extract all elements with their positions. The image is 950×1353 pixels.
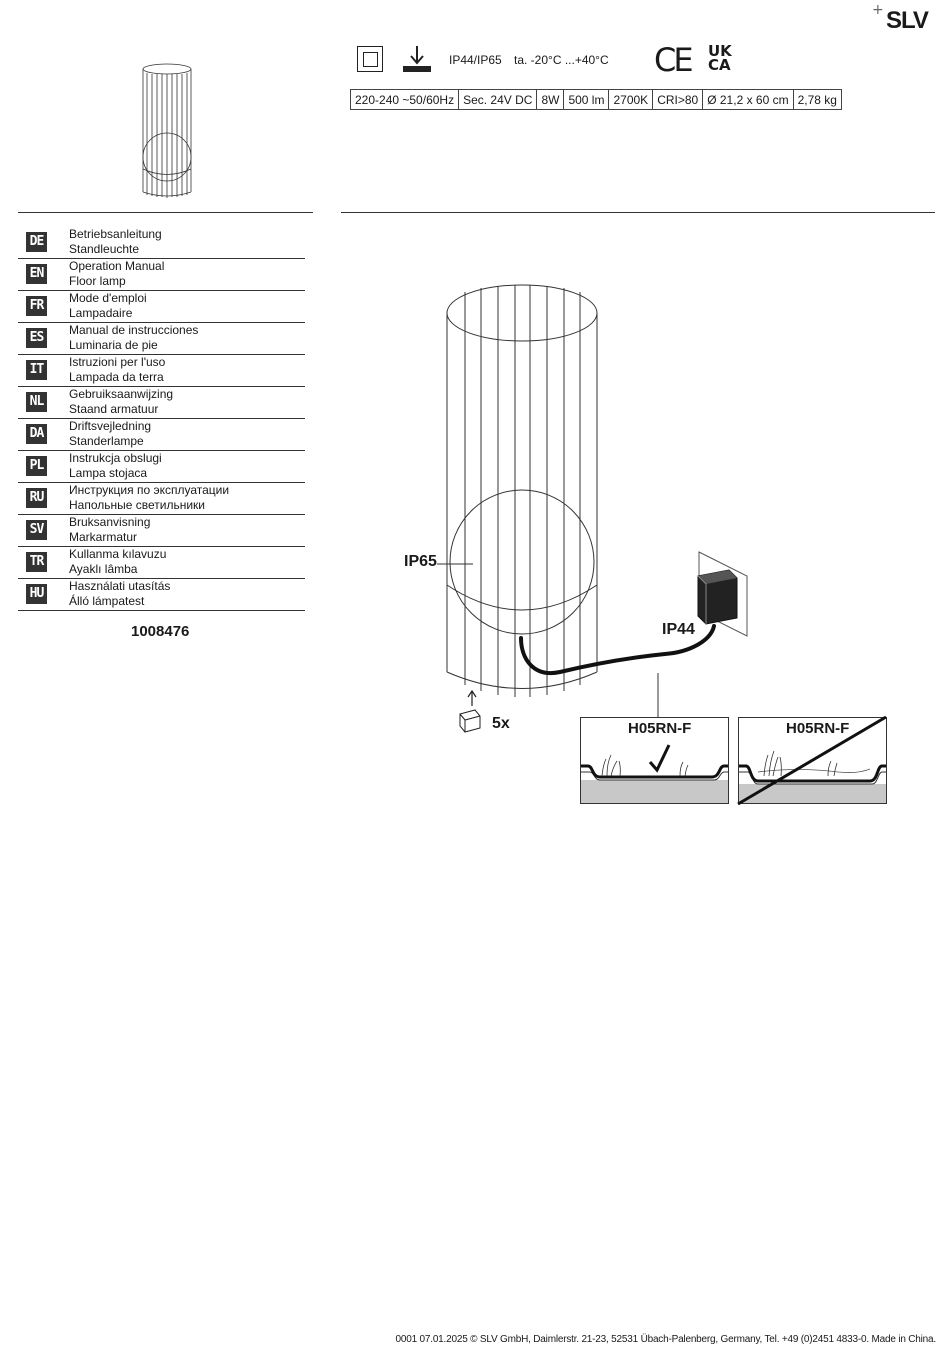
product-type: Luminaria de pie — [69, 338, 158, 352]
manual-title: Istruzioni per l'uso — [69, 355, 166, 369]
language-code: ES — [26, 328, 47, 348]
product-type: Lampa stojaca — [69, 466, 148, 480]
ukca-mark-top: UK — [708, 42, 732, 60]
manual-title: Gebruiksaanwijzing — [69, 387, 174, 401]
product-type: Standleuchte — [69, 242, 140, 256]
product-type: Floor lamp — [69, 274, 126, 288]
spec-colour-temp: 2700K — [608, 89, 654, 110]
product-type: Álló lámpatest — [69, 594, 145, 608]
quantity-label: 5x — [492, 715, 510, 732]
manual-title: Betriebsanleitung — [69, 227, 162, 241]
footer-text: 0001 07.01.2025 © SLV GmbH, Daimlerstr. … — [395, 1334, 937, 1345]
temperature-range: ta. -20°C ...+40°C — [514, 53, 609, 67]
language-code: PL — [26, 456, 47, 476]
language-text: Instrukcja obslugi Lampa stojaca — [69, 451, 162, 481]
language-text: Bruksanvisning Markarmatur — [69, 515, 150, 545]
brand-logo: + SLV — [872, 2, 938, 34]
product-type: Markarmatur — [69, 530, 138, 544]
manual-title: Kullanma kılavuzu — [69, 547, 167, 561]
language-row-it: IT Istruzioni per l'uso Lampada da terra — [18, 355, 305, 387]
lamp-ip-leader — [437, 563, 473, 565]
protection-class-icon — [357, 46, 383, 72]
language-code: HU — [26, 584, 47, 604]
language-text: Инструкция по эксплуатации Напольные све… — [69, 483, 229, 513]
sparkle-icon: + — [872, 2, 884, 18]
language-text: Kullanma kılavuzu Ayaklı lâmba — [69, 547, 166, 577]
language-row-da: DA Driftsvejledning Standerlampe — [18, 419, 305, 451]
language-row-sv: SV Bruksanvisning Markarmatur — [18, 515, 305, 547]
language-row-pl: PL Instrukcja obslugi Lampa stojaca — [18, 451, 305, 483]
language-code: EN — [26, 264, 47, 284]
spec-cri: CRI>80 — [652, 89, 704, 110]
lamp-thumbnail — [142, 63, 192, 198]
language-row-fr: FR Mode d'emploi Lampadaire — [18, 291, 305, 323]
divider-right — [341, 212, 935, 213]
spec-weight: 2,78 kg — [792, 89, 842, 110]
product-type: Staand armatuur — [69, 402, 159, 416]
manual-title: Инструкция по эксплуатации — [69, 483, 230, 497]
manual-title: Bruksanvisning — [69, 515, 151, 529]
ip-rating: IP44/IP65 — [449, 53, 502, 67]
spec-row: 220-240 ~50/60Hz Sec. 24V DC 8W 500 lm 2… — [349, 89, 842, 110]
language-code: DE — [26, 232, 47, 252]
ukca-mark-bottom: CA — [708, 56, 731, 74]
language-text: Használati utasítás Álló lámpatest — [69, 579, 170, 609]
language-text: Operation Manual Floor lamp — [69, 259, 164, 289]
divider-left — [18, 212, 313, 213]
article-number: 1008476 — [131, 623, 190, 640]
spec-voltage: 220-240 ~50/60Hz — [349, 89, 460, 110]
language-code: DA — [26, 424, 47, 444]
language-row-tr: TR Kullanma kılavuzu Ayaklı lâmba — [18, 547, 305, 579]
spec-secondary: Sec. 24V DC — [458, 89, 538, 110]
manual-title: Operation Manual — [69, 259, 165, 273]
product-type: Lampadaire — [69, 306, 133, 320]
spec-dimensions: Ø 21,2 x 60 cm — [702, 89, 794, 110]
spec-lumen: 500 lm — [563, 89, 610, 110]
cable-wrong-panel — [737, 715, 887, 806]
language-list: DE Betriebsanleitung Standleuchte EN Ope… — [18, 227, 305, 611]
product-type: Standerlampe — [69, 434, 144, 448]
spec-power: 8W — [536, 89, 565, 110]
manual-title: Mode d'emploi — [69, 291, 147, 305]
lamp-diagram — [446, 284, 598, 697]
language-text: Gebruiksaanwijzing Staand armatuur — [69, 387, 173, 417]
manual-title: Manual de instrucciones — [69, 323, 199, 337]
product-type: Lampada da terra — [69, 370, 164, 384]
language-row-de: DE Betriebsanleitung Standleuchte — [18, 227, 305, 259]
language-code: NL — [26, 392, 47, 412]
brand-name: SLV — [886, 7, 929, 34]
language-text: Driftsvejledning Standerlampe — [69, 419, 151, 449]
power-adapter-illustration — [519, 551, 748, 718]
lamp-ip-label: IP65 — [404, 553, 437, 570]
language-text: Manual de instrucciones Luminaria de pie — [69, 323, 198, 353]
ukca-mark: UK CA — [708, 42, 742, 74]
language-text: Betriebsanleitung Standleuchte — [69, 227, 162, 257]
language-text: Mode d'emploi Lampadaire — [69, 291, 147, 321]
language-text: Istruzioni per l'uso Lampada da terra — [69, 355, 165, 385]
ce-mark: CE — [654, 41, 694, 79]
manual-title: Instrukcja obslugi — [69, 451, 162, 465]
language-row-en: EN Operation Manual Floor lamp — [18, 259, 305, 291]
language-code: SV — [26, 520, 47, 540]
product-type: Ayaklı lâmba — [69, 562, 138, 576]
cable-ok-label: H05RN-F — [628, 720, 692, 737]
spec-table: 220-240 ~50/60Hz Sec. 24V DC 8W 500 lm 2… — [349, 89, 842, 110]
language-row-ru: RU Инструкция по эксплуатации Напольные … — [18, 483, 305, 515]
language-row-es: ES Manual de instrucciones Luminaria de … — [18, 323, 305, 355]
screw-icon — [459, 689, 481, 733]
manual-title: Driftsvejledning — [69, 419, 152, 433]
product-type: Напольные светильники — [69, 498, 206, 512]
cable-wrong-label: H05RN-F — [786, 720, 850, 737]
mounting-icon — [403, 46, 431, 72]
language-code: FR — [26, 296, 47, 316]
language-code: TR — [26, 552, 47, 572]
manual-title: Használati utasítás — [69, 579, 171, 593]
cable-ok-panel — [580, 717, 729, 804]
adapter-ip-label: IP44 — [662, 621, 695, 638]
language-code: RU — [26, 488, 47, 508]
language-code: IT — [26, 360, 47, 380]
language-row-nl: NL Gebruiksaanwijzing Staand armatuur — [18, 387, 305, 419]
language-row-hu: HU Használati utasítás Álló lámpatest — [18, 579, 305, 611]
